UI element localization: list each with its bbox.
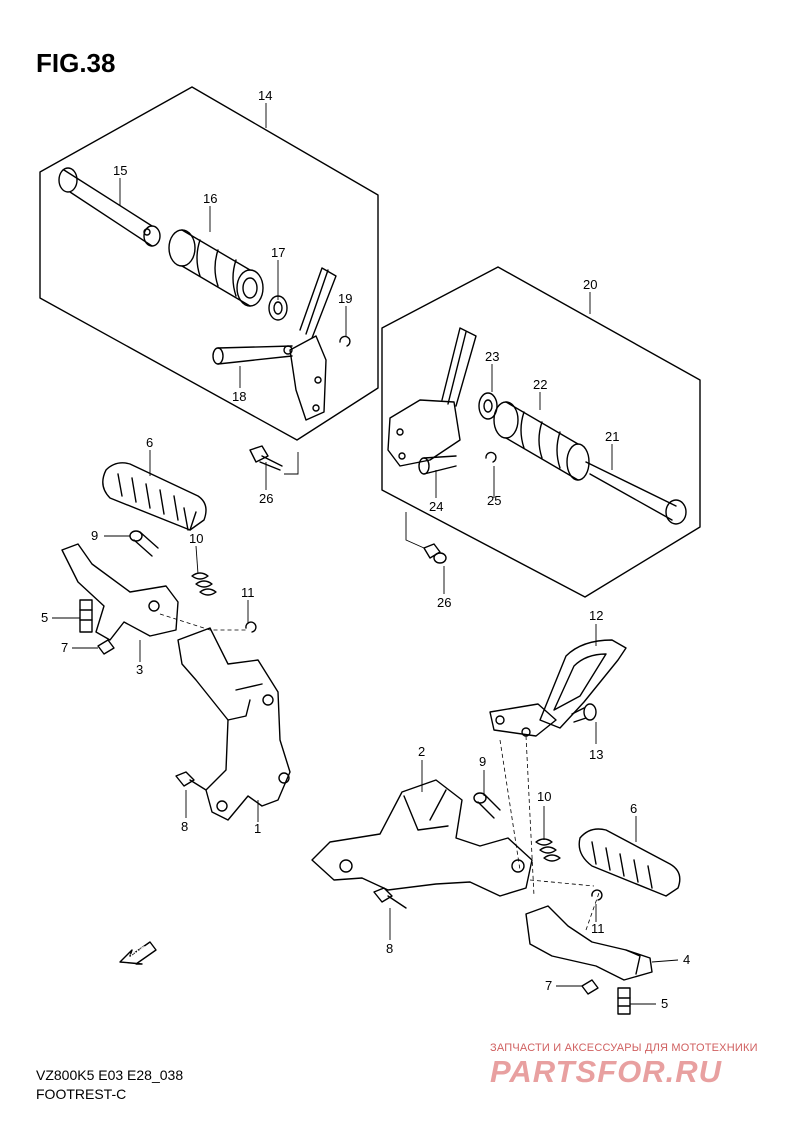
callout-11-right: 11 <box>591 921 605 936</box>
callout-18: 18 <box>232 389 246 404</box>
callout-14: 14 <box>258 88 272 103</box>
callout-5-left: 5 <box>41 610 48 625</box>
callout-labels: 14 15 16 17 19 18 20 23 22 21 24 25 26 2… <box>41 88 690 1011</box>
plate-part-12 <box>489 639 627 737</box>
pin-part-24 <box>418 455 457 475</box>
callout-7-right: 7 <box>545 978 552 993</box>
callout-24: 24 <box>429 499 443 514</box>
callout-9-left: 9 <box>91 528 98 543</box>
callout-1: 1 <box>254 821 261 836</box>
section-name: FOOTREST-C <box>36 1086 127 1102</box>
clip-part-11-left <box>245 621 257 633</box>
bracket-left-box <box>289 267 337 421</box>
callout-15: 15 <box>113 163 127 178</box>
callout-26-right: 26 <box>437 595 451 610</box>
callout-6-right: 6 <box>630 801 637 816</box>
callout-10-left: 10 <box>189 531 203 546</box>
clip-part-25 <box>485 451 497 463</box>
callout-7-left: 7 <box>61 640 68 655</box>
callout-5-right: 5 <box>661 996 668 1011</box>
bolt-part-8-right <box>373 887 407 909</box>
bolt-part-9-right <box>473 792 501 819</box>
watermark-tagline: ЗАПЧАСТИ И АКСЕССУАРЫ ДЛЯ МОТОТЕХНИКИ <box>490 1042 758 1054</box>
fwd-label: FWD <box>129 944 149 961</box>
fwd-arrow-icon <box>119 941 157 965</box>
watermark-logo: PARTSFOR.RU <box>490 1054 723 1089</box>
rubber-peg-part-6-left <box>102 462 207 531</box>
rubber-peg-part-6-right <box>578 828 681 897</box>
bolt-part-26-right <box>423 543 447 564</box>
bolt-part-9-left <box>129 530 159 557</box>
callout-17: 17 <box>271 245 285 260</box>
callout-10-right: 10 <box>537 789 551 804</box>
leader-lines <box>52 103 679 1005</box>
assembly-box-14 <box>39 86 379 441</box>
callout-25: 25 <box>487 493 501 508</box>
clip-part-11-right <box>591 889 603 901</box>
spring-part-10-left <box>191 572 217 596</box>
rubber-part-22 <box>493 401 590 481</box>
figure-title: FIG.38 <box>36 48 116 78</box>
holder-part-4 <box>525 905 653 981</box>
callout-22: 22 <box>533 377 547 392</box>
callout-2: 2 <box>418 744 425 759</box>
bolt-part-5-left <box>79 599 93 633</box>
callout-21: 21 <box>605 429 619 444</box>
nut-part-7-right <box>581 979 599 995</box>
assembly-box-20 <box>381 266 701 598</box>
callout-3: 3 <box>136 662 143 677</box>
bolt-part-26-left <box>249 445 283 471</box>
holder-part-2 <box>311 779 533 897</box>
bolt-part-8-left <box>175 771 207 791</box>
callout-12: 12 <box>589 608 603 623</box>
bracket-right-box <box>387 327 477 467</box>
callout-4: 4 <box>683 952 690 967</box>
callout-8-left: 8 <box>181 819 188 834</box>
rubber-part-16 <box>168 229 264 307</box>
callout-9-right: 9 <box>479 754 486 769</box>
callout-8-right: 8 <box>386 941 393 956</box>
callout-13: 13 <box>589 747 603 762</box>
clip-part-19 <box>339 335 351 347</box>
callout-6-left: 6 <box>146 435 153 450</box>
washer-part-23 <box>478 392 498 420</box>
spring-part-10-right <box>535 838 561 862</box>
callout-26-left: 26 <box>259 491 273 506</box>
shaft-part-21 <box>585 461 687 525</box>
nut-part-7-left <box>97 639 115 655</box>
holder-part-3 <box>61 543 179 641</box>
callout-11-left: 11 <box>241 585 255 600</box>
shaft-part-15 <box>58 167 161 247</box>
callout-16: 16 <box>203 191 217 206</box>
model-code: VZ800K5 E03 E28_038 <box>36 1067 184 1083</box>
callout-20: 20 <box>583 277 597 292</box>
pin-part-18 <box>212 345 293 365</box>
bracket-part-1 <box>177 627 291 821</box>
bolt-part-13 <box>571 703 597 723</box>
callout-19: 19 <box>338 291 352 306</box>
dashed-guides <box>159 613 601 931</box>
callout-23: 23 <box>485 349 499 364</box>
bolt-part-5-right <box>617 987 631 1015</box>
